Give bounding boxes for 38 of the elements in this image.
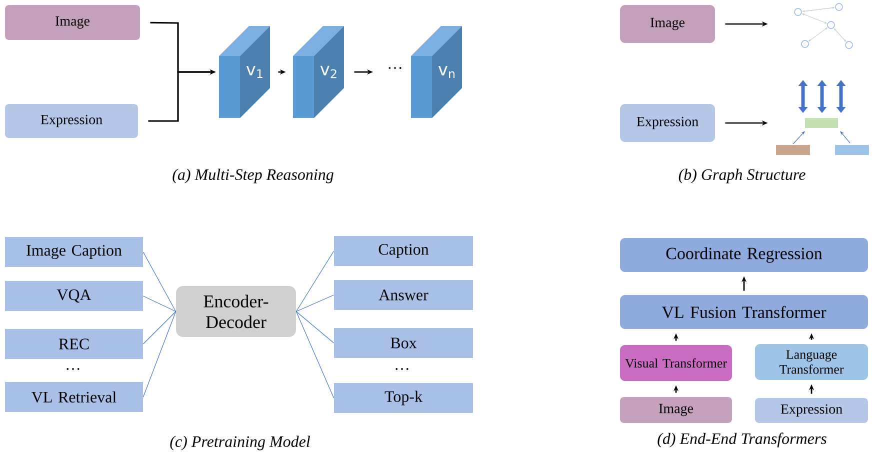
connector-line [142, 311, 176, 398]
output-box: Top-k [334, 383, 473, 413]
connector-line [142, 296, 176, 312]
module-box: VL Fusion Transformer [620, 295, 868, 329]
task-box: REC [5, 329, 143, 359]
task-box: VL Retrieval [5, 382, 143, 412]
connector-line [296, 250, 334, 312]
output-box: Box [334, 328, 473, 358]
caption: (c) Pretraining Model [170, 436, 310, 450]
module-box: Visual Transformer [620, 345, 732, 381]
task-box: VQA [5, 281, 143, 311]
connector-line [142, 311, 176, 344]
ellipsis: … [396, 368, 408, 370]
connector-line [142, 252, 176, 312]
output-box: Caption [334, 236, 473, 266]
module-box: Language Transformer [755, 344, 868, 380]
task-box: Image Caption [5, 237, 143, 267]
ellipsis: … [66, 368, 80, 370]
input-box: Expression [755, 398, 868, 423]
input-box: Image [5, 5, 140, 40]
connector-line [296, 311, 334, 344]
connector-line [296, 311, 334, 398]
caption: (b) Graph Structure [678, 168, 806, 184]
input-box: Image [620, 5, 715, 43]
input-box: Expression [5, 104, 138, 138]
feature-block: v$_{n}$ [411, 26, 462, 118]
input-box: Expression [620, 104, 715, 142]
model-box: Encoder-Decoder [176, 286, 296, 337]
feature-block: v$_{1}$ [219, 26, 270, 118]
feature-block: v$_{2}$ [293, 26, 344, 118]
ellipsis: … [388, 67, 402, 69]
caption: (a) Multi-Step Reasoning [172, 168, 334, 184]
module-box: Coordinate Regression [620, 238, 868, 272]
input-box: Image [620, 397, 732, 423]
graph-drawing [794, 3, 853, 49]
caption: (d) End-End Transformers [658, 432, 826, 448]
output-box: Answer [334, 280, 473, 310]
connector-line [296, 294, 334, 312]
